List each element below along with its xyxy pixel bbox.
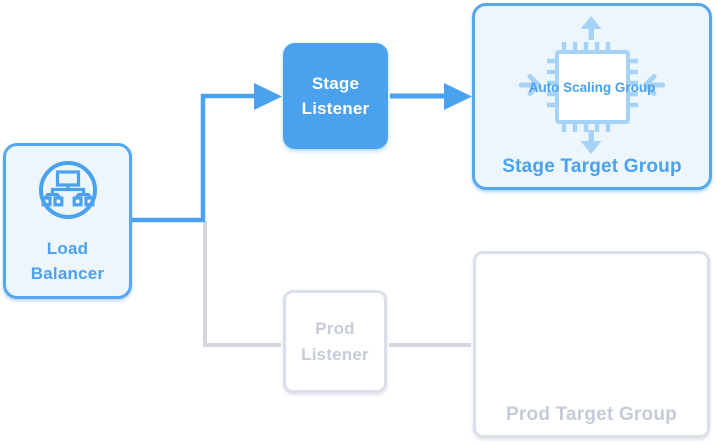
node-stage-target-group: Auto Scaling Group Stage Target Group bbox=[472, 3, 712, 190]
scale-in-left-arrow bbox=[519, 74, 541, 96]
node-stage-listener: Stage Listener bbox=[283, 43, 388, 149]
node-prod-target-group: Prod Target Group bbox=[473, 251, 710, 438]
edge-lb-to-prod-listener bbox=[203, 221, 281, 347]
auto-scaling-cpu-chip-icon: Auto Scaling Group bbox=[519, 15, 665, 155]
prod-listener-label: Prod Listener bbox=[301, 319, 369, 364]
scale-up-arrow bbox=[580, 16, 602, 40]
scale-in-right-arrow bbox=[643, 74, 665, 96]
stage-target-group-label: Stage Target Group bbox=[502, 156, 682, 177]
arrowhead-stage-tg bbox=[444, 83, 472, 110]
arrowhead-stage-listener bbox=[254, 83, 282, 110]
chip-pins bbox=[547, 42, 638, 132]
node-prod-listener: Prod Listener bbox=[283, 290, 387, 393]
auto-scaling-group-label: Auto Scaling Group bbox=[528, 79, 656, 95]
node-load-balancer: Load Balancer bbox=[3, 143, 132, 299]
edge-lb-to-stage-listener bbox=[132, 93, 254, 223]
load-balancer-label: Load Balancer bbox=[30, 238, 105, 284]
load-balancer-network-icon bbox=[36, 158, 100, 227]
scale-down-arrow bbox=[580, 130, 602, 154]
stage-listener-label: Stage Listener bbox=[301, 73, 370, 119]
prod-target-group-label: Prod Target Group bbox=[506, 404, 677, 425]
